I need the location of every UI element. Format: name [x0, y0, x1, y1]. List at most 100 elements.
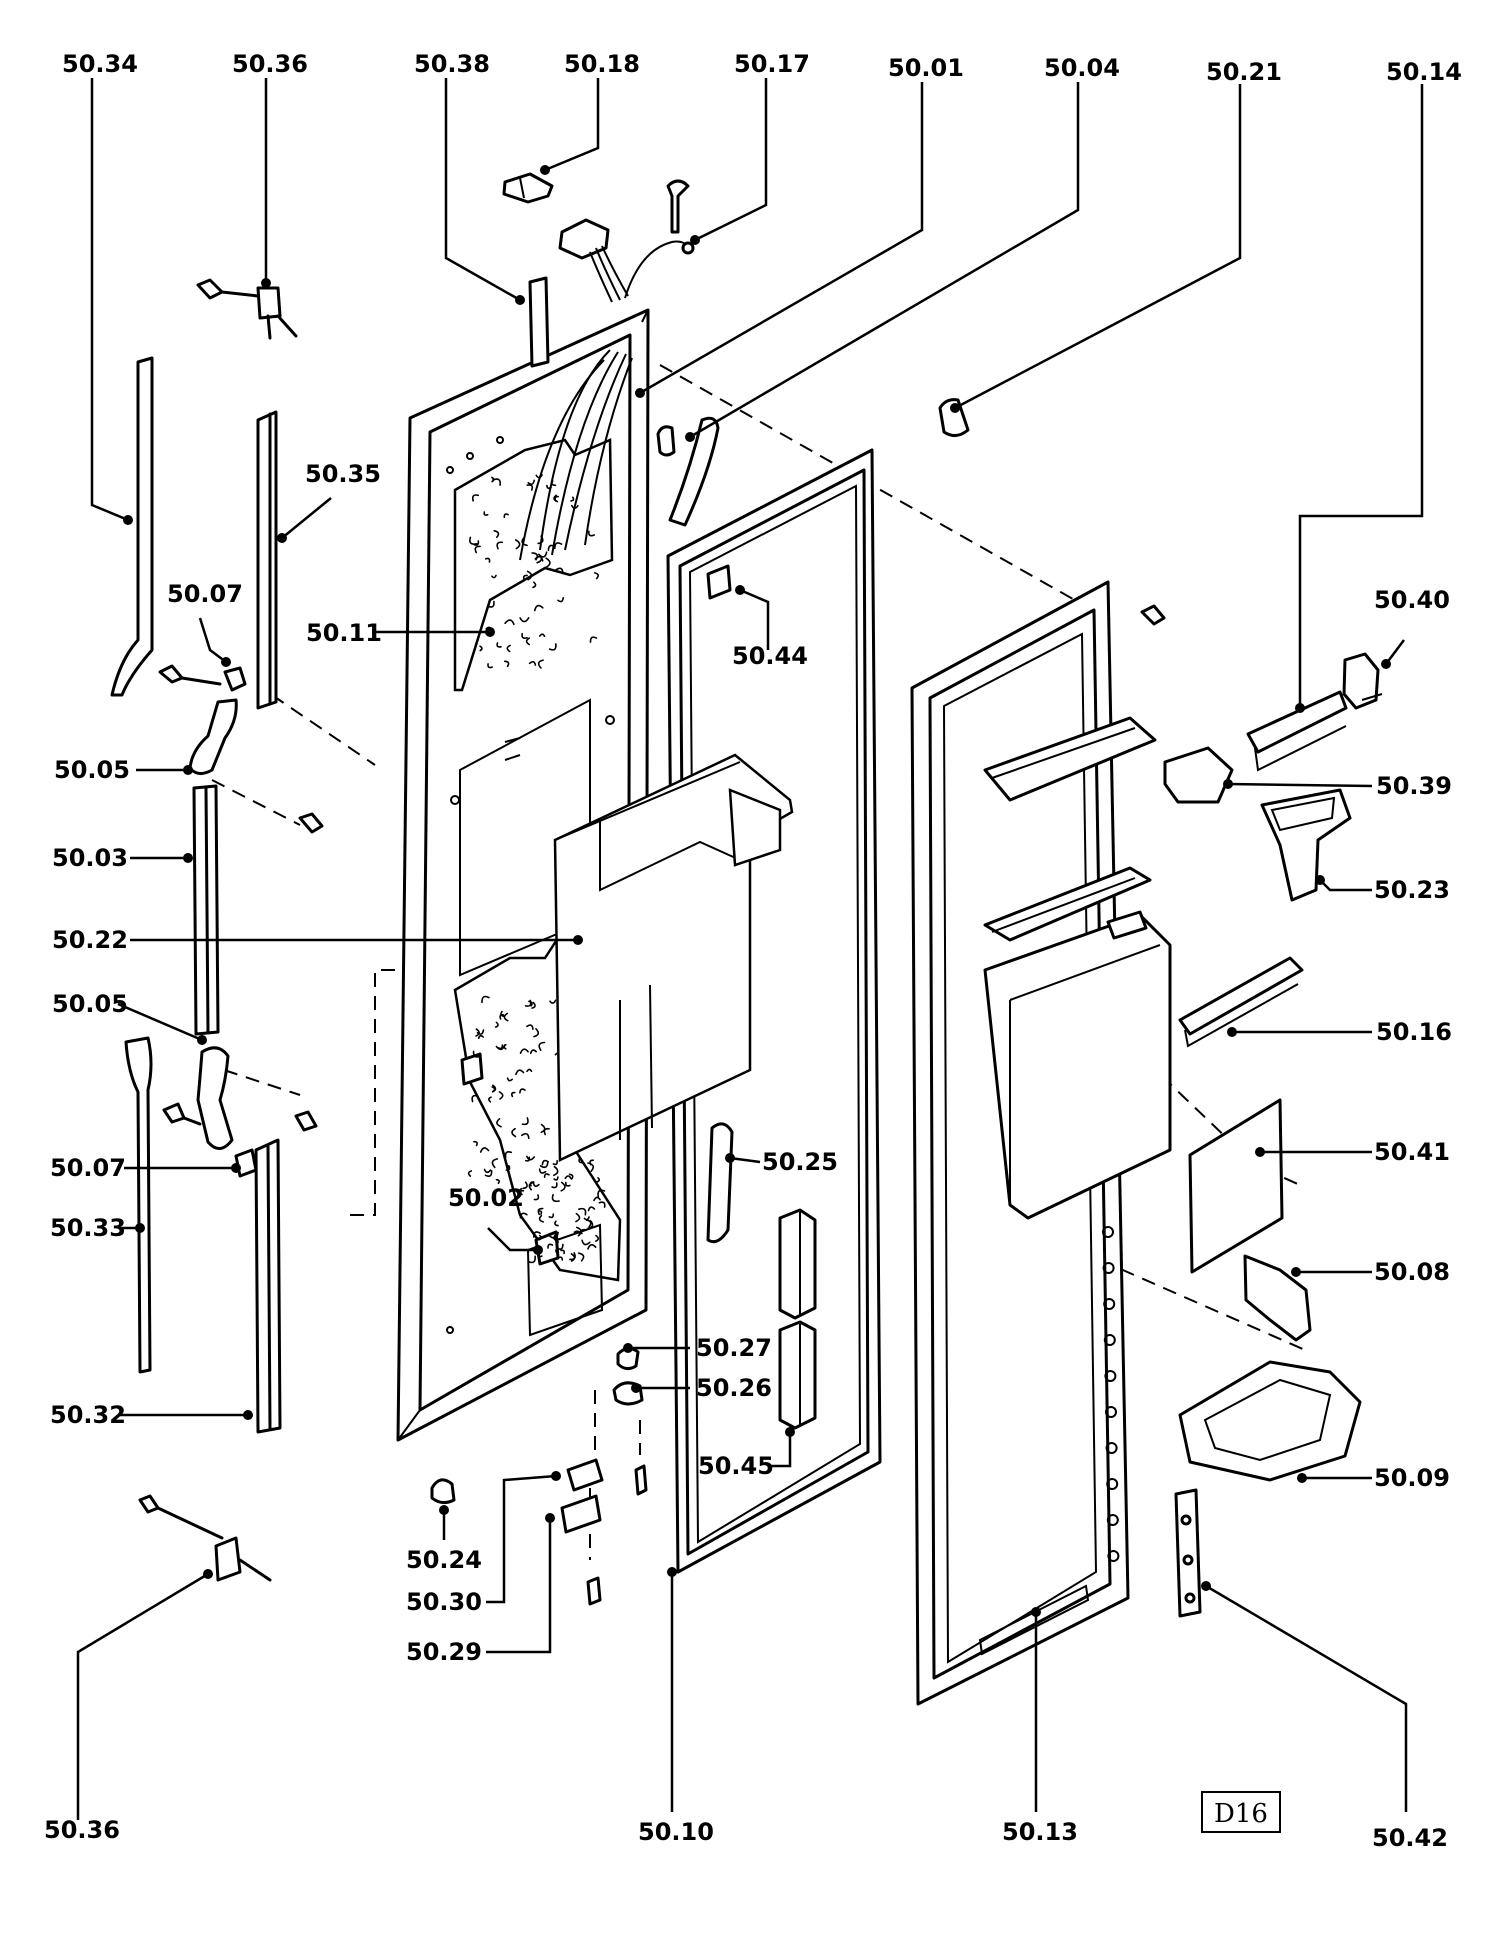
foam-speck: [588, 530, 595, 537]
door-screw-hole: [1103, 1334, 1116, 1346]
foam-speck: [469, 536, 478, 545]
foam-speck: [540, 1123, 546, 1134]
foam-speck: [499, 1014, 505, 1020]
door-screw-hole: [1105, 1406, 1117, 1418]
door-screw-hole: [1103, 1298, 1116, 1310]
foam-speck: [467, 1170, 473, 1177]
foam-speck: [491, 574, 497, 579]
callout-50-35: 50.35: [305, 460, 381, 488]
foam-speck: [595, 1234, 600, 1242]
door-screw-hole: [1104, 1370, 1117, 1382]
callout-50-21: 50.21: [1206, 58, 1282, 86]
callout-50-09: 50.09: [1374, 1464, 1450, 1492]
callout-50-29: 50.29: [406, 1638, 482, 1666]
foam-speck: [522, 1181, 528, 1190]
foam-speck: [557, 597, 564, 603]
callout-50-17: 50.17: [734, 50, 810, 78]
door-gasket-frame: [666, 448, 882, 1574]
foam-speck: [554, 1220, 559, 1227]
foam-speck: [524, 999, 532, 1007]
callout-50-16: 50.16: [1376, 1018, 1452, 1046]
foam-speck: [475, 1028, 480, 1037]
foam-speck: [526, 1155, 535, 1161]
foam-speck: [539, 1161, 549, 1169]
foam-speck: [519, 1212, 528, 1219]
callout-50-38: 50.38: [414, 50, 490, 78]
foam-speck: [491, 476, 495, 483]
foam-speck: [473, 1140, 478, 1147]
door-screw-holes: [1102, 1226, 1120, 1562]
foam-speck: [532, 1231, 541, 1238]
foam-speck: [525, 637, 531, 646]
callout-50-39: 50.39: [1376, 772, 1452, 800]
callout-50-32: 50.32: [50, 1401, 126, 1429]
callout-50-22: 50.22: [52, 926, 128, 954]
foam-speck: [537, 659, 544, 669]
foam-speck: [528, 660, 537, 666]
foam-speck: [533, 1194, 540, 1201]
foam-speck: [504, 1151, 513, 1159]
foam-speck: [539, 633, 546, 637]
callout-50-07-bottom: 50.07: [50, 1154, 126, 1182]
foam-speck: [587, 1206, 596, 1212]
foam-speck: [571, 504, 579, 510]
foam-speck: [496, 1118, 502, 1128]
foam-speck: [481, 995, 490, 1004]
foam-speck: [578, 1157, 585, 1164]
foam-speck: [474, 545, 481, 554]
foam-speck: [597, 1189, 606, 1198]
foam-speck: [537, 1207, 544, 1216]
foam-speck: [495, 1178, 500, 1185]
foam-speck: [548, 643, 557, 651]
foam-speck: [551, 1193, 560, 1203]
foam-speck: [525, 1156, 531, 1162]
foam-speck: [532, 581, 537, 589]
foam-speck: [564, 1175, 572, 1180]
foam-speck: [577, 1252, 585, 1262]
sheet-code-text: D16: [1214, 1799, 1268, 1829]
dispenser-housing: [553, 753, 794, 1162]
callout-50-10: 50.10: [638, 1818, 714, 1846]
foam-speck: [472, 1050, 482, 1058]
foam-speck: [484, 557, 491, 563]
foam-speck: [521, 536, 528, 547]
foam-speck: [553, 494, 559, 503]
foam-speck: [487, 663, 493, 669]
foam-speck: [526, 1024, 534, 1030]
foam-speck: [521, 1117, 529, 1126]
foam-speck: [547, 544, 556, 552]
foam-speck: [471, 494, 479, 502]
foam-speck: [553, 1232, 559, 1243]
foam-speck: [496, 642, 502, 648]
foam-speck: [537, 1210, 543, 1215]
foam-speck: [596, 1177, 601, 1183]
foam-speck: [506, 1077, 513, 1082]
foam-speck: [494, 1021, 499, 1028]
foam-speck: [497, 1044, 504, 1050]
foam-speck: [587, 1244, 597, 1250]
foam-speck: [483, 1168, 492, 1174]
foam-speck: [545, 557, 551, 568]
sheet-code-badge: D16: [1201, 1791, 1281, 1833]
foam-speck: [560, 1181, 566, 1192]
foam-speck: [568, 1173, 574, 1180]
foam-speck: [553, 1165, 559, 1177]
door-screw-hole: [1106, 1478, 1119, 1490]
foam-speck: [538, 1234, 543, 1241]
right-side-parts: [1140, 604, 1383, 1618]
foam-speck: [487, 600, 495, 608]
foam-speck: [514, 539, 521, 550]
callout-50-36-top: 50.36: [232, 50, 308, 78]
foam-speck: [531, 1001, 536, 1009]
foam-speck: [553, 1176, 559, 1181]
foam-speck: [484, 1170, 493, 1177]
foam-speck: [534, 555, 544, 562]
foam-speck: [552, 1160, 558, 1166]
foam-speck: [527, 1255, 536, 1264]
foam-speck: [493, 530, 500, 539]
foam-speck: [483, 511, 489, 516]
callout-50-25: 50.25: [762, 1148, 838, 1176]
foam-speck: [593, 1196, 601, 1202]
foam-speck: [526, 1068, 533, 1073]
foam-speck: [598, 1201, 606, 1208]
